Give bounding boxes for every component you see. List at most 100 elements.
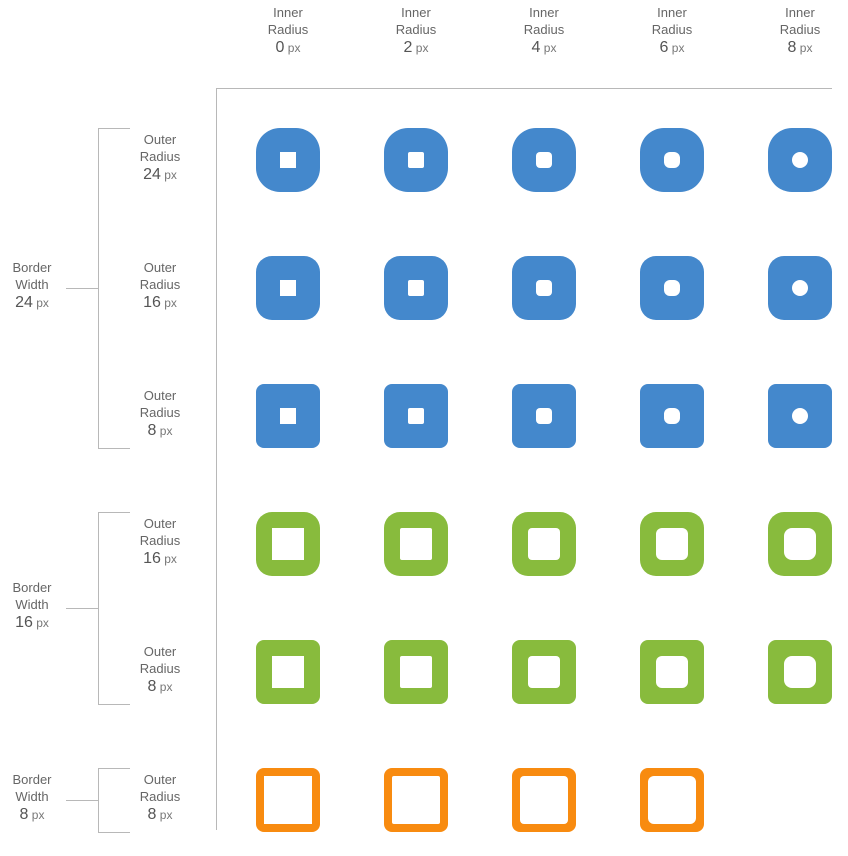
row-label-bw24-outer-radius-8-line2: Radius	[139, 405, 181, 420]
column-header-inner-radius-8-value: 8	[787, 39, 797, 56]
row-label-bw16-outer-radius-16-unit: px	[160, 552, 177, 566]
group-bracket-top	[98, 768, 130, 769]
column-header-inner-radius-4-unit: px	[540, 41, 557, 55]
swatch-inner-hole	[784, 528, 816, 560]
swatch-inner-hole	[536, 280, 552, 296]
swatch-bw16-or8-ir2	[384, 640, 448, 704]
swatch-bw24-or8-ir8	[768, 384, 832, 448]
group-label-border-width-8-unit: px	[28, 808, 45, 822]
column-header-inner-radius-6-line2: Radius	[651, 22, 693, 37]
row-label-bw16-outer-radius-8-line1: Outer	[143, 644, 177, 659]
row-label-bw24-outer-radius-24-line1: Outer	[143, 132, 177, 147]
column-header-inner-radius-0-unit: px	[284, 41, 301, 55]
swatch-inner-hole	[280, 408, 296, 424]
row-label-bw16-outer-radius-16-line2: Radius	[139, 533, 181, 548]
column-header-inner-radius-0-line1: Inner	[273, 5, 303, 20]
swatch-bw16-or8-ir4	[512, 640, 576, 704]
column-header-inner-radius-4-value: 4	[531, 39, 541, 56]
group-label-border-width-16-unit: px	[32, 616, 49, 630]
group-label-border-width-24-value: 24	[15, 294, 33, 311]
row-label-bw16-outer-radius-8-value: 8	[147, 678, 157, 695]
swatch-inner-hole	[528, 528, 560, 560]
row-label-bw24-outer-radius-16-unit: px	[160, 296, 177, 310]
swatch-inner-hole	[656, 656, 688, 688]
swatch-inner-hole	[536, 408, 552, 424]
group-label-border-width-8-value: 8	[19, 806, 29, 823]
column-header-inner-radius-0-value: 0	[275, 39, 285, 56]
row-label-bw16-outer-radius-8-line2: Radius	[139, 661, 181, 676]
group-bracket-connector	[66, 608, 98, 609]
group-bracket-vertical	[98, 512, 99, 704]
group-bracket-bottom	[98, 704, 130, 705]
row-label-bw16-outer-radius-8-unit: px	[156, 680, 173, 694]
column-header-inner-radius-2-value: 2	[403, 39, 413, 56]
swatch-inner-hole	[400, 656, 432, 688]
column-header-inner-radius-0-line2: Radius	[267, 22, 309, 37]
row-label-bw8-outer-radius-8-line1: Outer	[143, 772, 177, 787]
group-bracket-bottom	[98, 832, 130, 833]
swatch-inner-hole	[536, 152, 552, 168]
column-header-inner-radius-2-line1: Inner	[401, 5, 431, 20]
column-header-inner-radius-4-line2: Radius	[523, 22, 565, 37]
group-label-border-width-8-line1: Border	[12, 772, 52, 787]
swatch-inner-hole	[664, 280, 680, 296]
group-label-border-width-24-line1: Border	[12, 260, 52, 275]
swatch-inner-hole	[400, 528, 432, 560]
group-label-border-width-24-line2: Width	[15, 277, 49, 292]
group-label-border-width-16-line1: Border	[12, 580, 52, 595]
swatch-inner-hole	[280, 280, 296, 296]
row-label-bw24-outer-radius-8-value: 8	[147, 422, 157, 439]
swatch-bw24-or8-ir4	[512, 384, 576, 448]
swatch-bw8-or8-ir2	[384, 768, 448, 832]
swatch-bw8-or8-ir4	[512, 768, 576, 832]
column-header-inner-radius-2-line2: Radius	[395, 22, 437, 37]
swatch-inner-hole	[792, 280, 808, 296]
row-label-bw24-outer-radius-8-line1: Outer	[143, 388, 177, 403]
row-label-bw24-outer-radius-16-value: 16	[143, 294, 161, 311]
swatch-bw24-or24-ir6	[640, 128, 704, 192]
swatch-bw24-or16-ir6	[640, 256, 704, 320]
column-header-inner-radius-6-unit: px	[668, 41, 685, 55]
swatch-inner-hole	[664, 152, 680, 168]
column-header-inner-radius-6-value: 6	[659, 39, 669, 56]
group-bracket-top	[98, 128, 130, 129]
swatch-bw24-or16-ir4	[512, 256, 576, 320]
swatch-bw24-or8-ir6	[640, 384, 704, 448]
grid-vertical-axis	[216, 88, 217, 830]
group-label-border-width-16-value: 16	[15, 614, 33, 631]
swatch-bw16-or8-ir6	[640, 640, 704, 704]
swatch-inner-hole	[656, 528, 688, 560]
swatch-bw8-or8-ir0	[256, 768, 320, 832]
swatch-bw24-or16-ir2	[384, 256, 448, 320]
swatch-bw24-or24-ir4	[512, 128, 576, 192]
column-header-inner-radius-2-unit: px	[412, 41, 429, 55]
group-bracket-top	[98, 512, 130, 513]
swatch-bw8-or8-ir6	[640, 768, 704, 832]
swatch-inner-hole	[664, 408, 680, 424]
swatch-bw24-or8-ir2	[384, 384, 448, 448]
row-label-bw24-outer-radius-24-unit: px	[160, 168, 177, 182]
swatch-inner-hole	[264, 776, 312, 824]
swatch-bw16-or8-ir0	[256, 640, 320, 704]
swatch-bw16-or16-ir0	[256, 512, 320, 576]
swatch-inner-hole	[520, 776, 568, 824]
group-label-border-width-8-line2: Width	[15, 789, 49, 804]
swatch-inner-hole	[272, 656, 304, 688]
swatch-bw24-or16-ir8	[768, 256, 832, 320]
row-label-bw8-outer-radius-8-line2: Radius	[139, 789, 181, 804]
swatch-inner-hole	[648, 776, 696, 824]
column-header-inner-radius-8-line1: Inner	[785, 5, 815, 20]
column-header-inner-radius-4-line1: Inner	[529, 5, 559, 20]
column-header-inner-radius-8-line2: Radius	[779, 22, 821, 37]
swatch-inner-hole	[792, 408, 808, 424]
swatch-inner-hole	[280, 152, 296, 168]
